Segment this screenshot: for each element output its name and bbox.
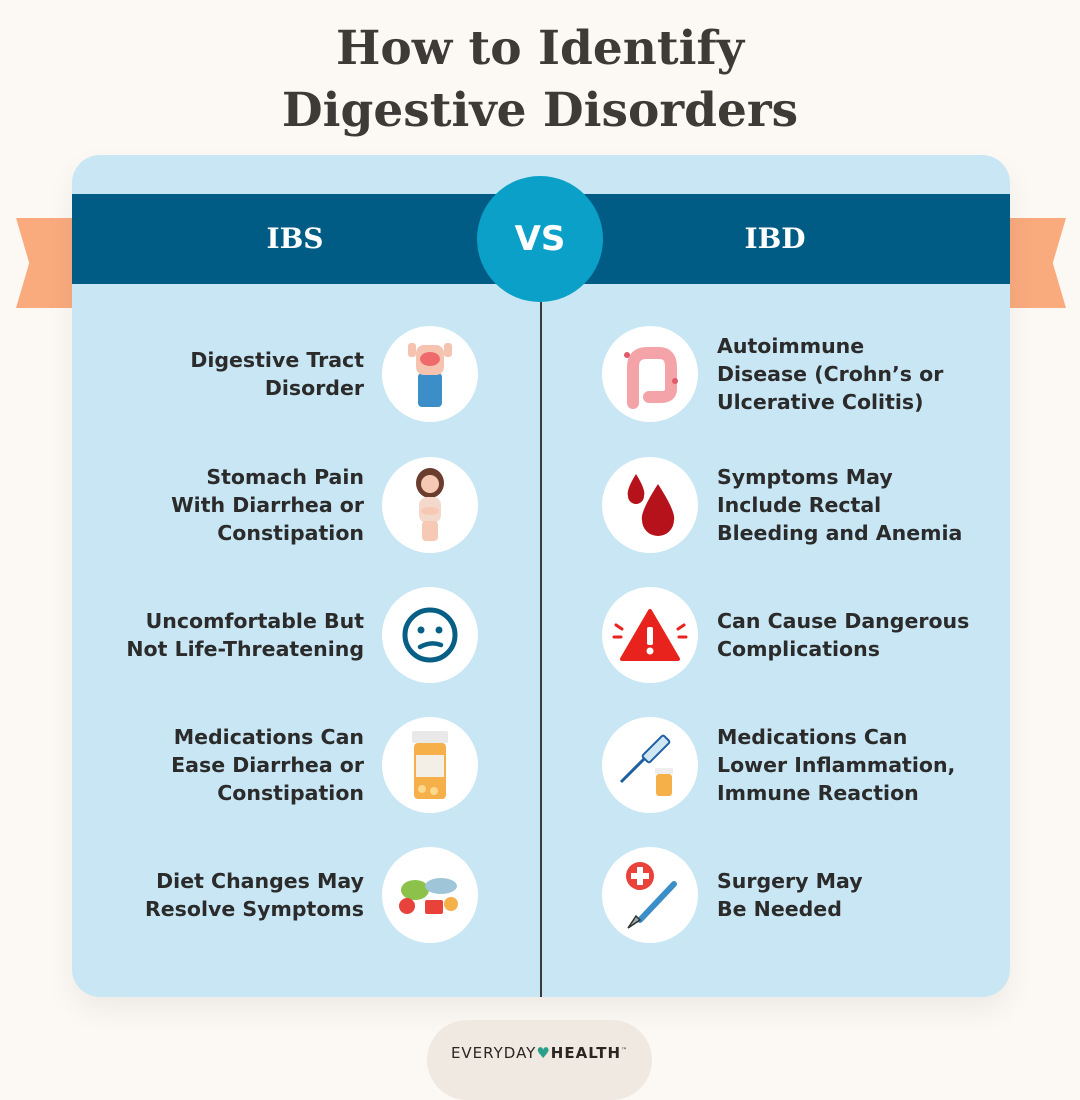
apple-heart-icon: ♥ <box>536 1044 551 1062</box>
inflamed-colon-icon <box>602 326 698 422</box>
woman-stomach-ache-icon <box>382 457 478 553</box>
everyday-health-logo: EVERYDAY♥HEALTH™ <box>427 1020 652 1100</box>
syringe-medication-icon <box>602 717 698 813</box>
warning-icon <box>602 587 698 683</box>
scalpel-icon <box>602 847 698 943</box>
pill-bottle-icon <box>382 717 478 813</box>
confused-face-icon <box>382 587 478 683</box>
ibs-heading: IBS <box>266 222 324 255</box>
blood-drops-icon <box>602 457 698 553</box>
ribbon-right <box>1006 218 1066 308</box>
abdomen-pain-icon <box>382 326 478 422</box>
page-title: How to Identify Digestive Disorders <box>281 21 799 138</box>
vs-badge: VS <box>477 176 603 302</box>
healthy-food-icon <box>382 847 478 943</box>
ribbon-left <box>16 218 76 308</box>
column-divider <box>540 302 542 997</box>
ibd-heading: IBD <box>744 222 806 255</box>
